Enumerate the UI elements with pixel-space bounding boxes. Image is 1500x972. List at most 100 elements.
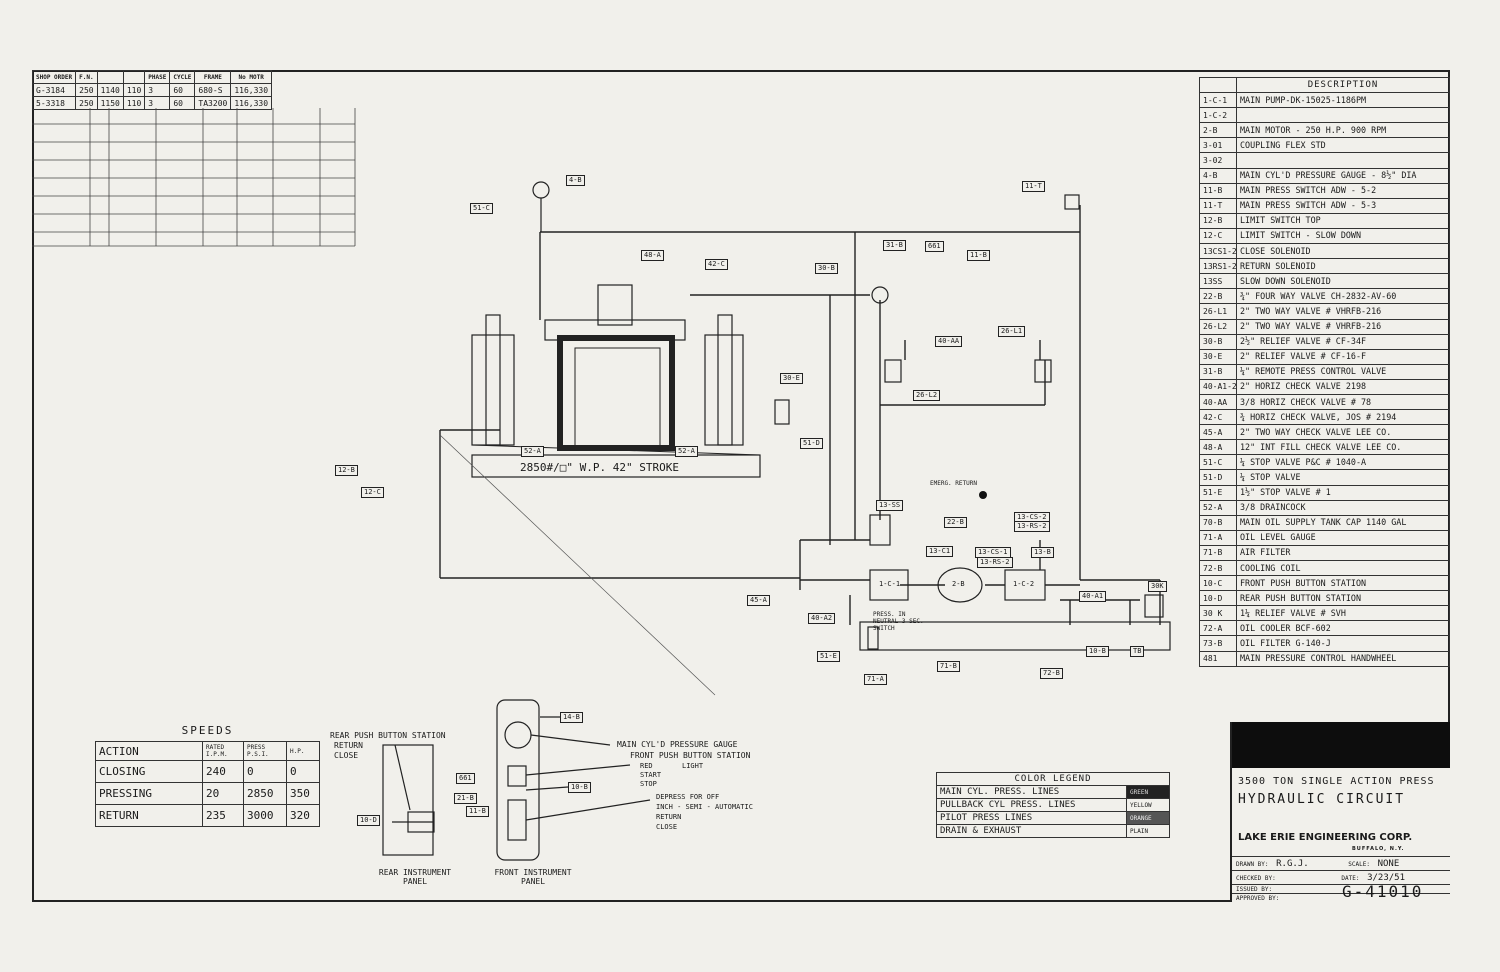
press-frame: [471, 284, 761, 478]
desc-item-text: RETURN SOLENOID: [1236, 258, 1450, 275]
company-city: BUFFALO, N.Y.: [1352, 846, 1405, 852]
desc-item-text: [1236, 107, 1450, 124]
desc-item-text: OIL LEVEL GAUGE: [1236, 529, 1450, 546]
component-tag: 52-A: [675, 446, 698, 457]
desc-item-no: 72-B: [1199, 559, 1237, 577]
component-tag: 52-A: [521, 446, 544, 457]
component-tag: 10-B: [1086, 646, 1109, 657]
shop-cell: TA3200: [194, 96, 232, 110]
pump2-label: 1-C-2: [1013, 580, 1035, 588]
desc-item-text: 12" INT FILL CHECK VALVE LEE CO.: [1236, 439, 1450, 456]
front-panel-title: FRONT INSTRUMENT PANEL: [494, 868, 572, 886]
component-tag: 40-A1: [1079, 591, 1107, 602]
desc-item-text: ¼ STOP VALVE P&C # 1040-A: [1236, 454, 1450, 471]
start-label: START: [640, 771, 662, 779]
description-header: DESCRIPTION: [1236, 76, 1450, 94]
date-value: 3/23/51: [1367, 873, 1405, 883]
component-tag: 14-B: [560, 712, 583, 723]
component-tag: 71-B: [937, 661, 960, 672]
desc-item-text: 2½" RELIEF VALVE # CF-34F: [1236, 333, 1450, 350]
component-tag: 40-A2: [808, 613, 836, 624]
desc-item-text: FRONT PUSH BUTTON STATION: [1236, 575, 1450, 592]
legend-text: DRAIN & EXHAUST: [936, 824, 1127, 838]
component-tag: 51-D: [800, 438, 823, 449]
component-tag: 45-A: [747, 595, 770, 606]
speeds-col-ipm: RATED I.P.M.: [202, 741, 244, 761]
component-tag: 11-B: [466, 806, 489, 817]
desc-item-no: 26-L2: [1199, 318, 1237, 335]
desc-item-text: MAIN PRESS SWITCH ADW - 5-2: [1236, 182, 1450, 199]
issued-label: ISSUED BY:: [1236, 886, 1273, 893]
speeds-cell: 20: [202, 782, 244, 805]
desc-item-text: CLOSE SOLENOID: [1236, 243, 1450, 260]
component-tag: 13-C1: [926, 546, 954, 557]
desc-item-text: 2" HORIZ CHECK VALVE 2198: [1236, 378, 1450, 395]
desc-item-no: 10-D: [1199, 590, 1237, 607]
legend-row: PILOT PRESS LINES ORANGE: [936, 811, 1170, 825]
speeds-cell: PRESSING: [95, 782, 203, 805]
component-tag: 11-B: [967, 250, 990, 261]
desc-item-text: 2" TWO WAY VALVE # VHRFB-216: [1236, 303, 1450, 320]
desc-item-no: 10-C: [1199, 575, 1237, 592]
table-row: 3-02: [1199, 152, 1450, 169]
drawn-label: DRAWN BY:: [1236, 861, 1269, 868]
desc-item-no: 40-AA: [1199, 393, 1237, 411]
desc-item-no: 42-C: [1199, 409, 1237, 426]
desc-item-no: 30 K: [1199, 605, 1237, 622]
desc-item-text: LIMIT SWITCH - SLOW DOWN: [1236, 227, 1450, 245]
speeds-cell: 320: [286, 804, 320, 827]
speeds-col-psi: PRESS P.S.I.: [243, 741, 287, 761]
desc-item-no: 2-B: [1199, 122, 1237, 139]
component-tag: 13-RS-2: [977, 557, 1013, 568]
speeds-cell: 0: [286, 760, 320, 783]
legend-swatch: ORANGE: [1126, 811, 1170, 825]
desc-no-header: [1199, 76, 1237, 94]
gauge-icon: [532, 181, 550, 199]
speeds-cell: 2850: [243, 782, 287, 805]
desc-item-no: 12-B: [1199, 212, 1237, 229]
legend-swatch: GREEN: [1126, 785, 1170, 799]
legend-swatch: PLAIN: [1126, 824, 1170, 838]
desc-item-no: 48-A: [1199, 439, 1237, 456]
speeds-title-row: SPEEDS: [95, 720, 320, 742]
desc-item-text: OIL COOLER BCF-602: [1236, 620, 1450, 637]
desc-item-text: ¾" FOUR WAY VALVE CH-2832-AV-60: [1236, 288, 1450, 305]
description-header-row: DESCRIPTION: [1199, 76, 1450, 94]
component-tag: 13-RS-2: [1014, 521, 1050, 532]
desc-item-text: MAIN MOTOR - 250 H.P. 900 RPM: [1236, 122, 1450, 139]
component-tag: 13-SS: [876, 500, 904, 511]
approved-label: APPROVED BY:: [1236, 895, 1280, 902]
desc-item-no: 71-A: [1199, 529, 1237, 546]
desc-item-text: ¼" REMOTE PRESS CONTROL VALVE: [1236, 363, 1450, 380]
desc-item-text: MAIN OIL SUPPLY TANK CAP 1140 GAL: [1236, 514, 1450, 531]
desc-item-text: AIR FILTER: [1236, 544, 1450, 562]
desc-item-no: 51-E: [1199, 484, 1237, 501]
component-tag: 10-D: [357, 815, 380, 826]
inch-label: INCH - SEMI - AUTOMATIC: [656, 803, 753, 811]
shop-cell: 116,330: [230, 96, 273, 110]
legend-swatch: YELLOW: [1126, 798, 1170, 812]
legend-row: MAIN CYL. PRESS. LINES GREEN: [936, 785, 1170, 799]
desc-item-no: 11-T: [1199, 197, 1237, 214]
component-tag: 22-B: [944, 517, 967, 528]
desc-item-no: 31-B: [1199, 363, 1237, 380]
red-label: RED: [640, 762, 653, 770]
desc-item-text: 1½" STOP VALVE # 1: [1236, 484, 1450, 501]
